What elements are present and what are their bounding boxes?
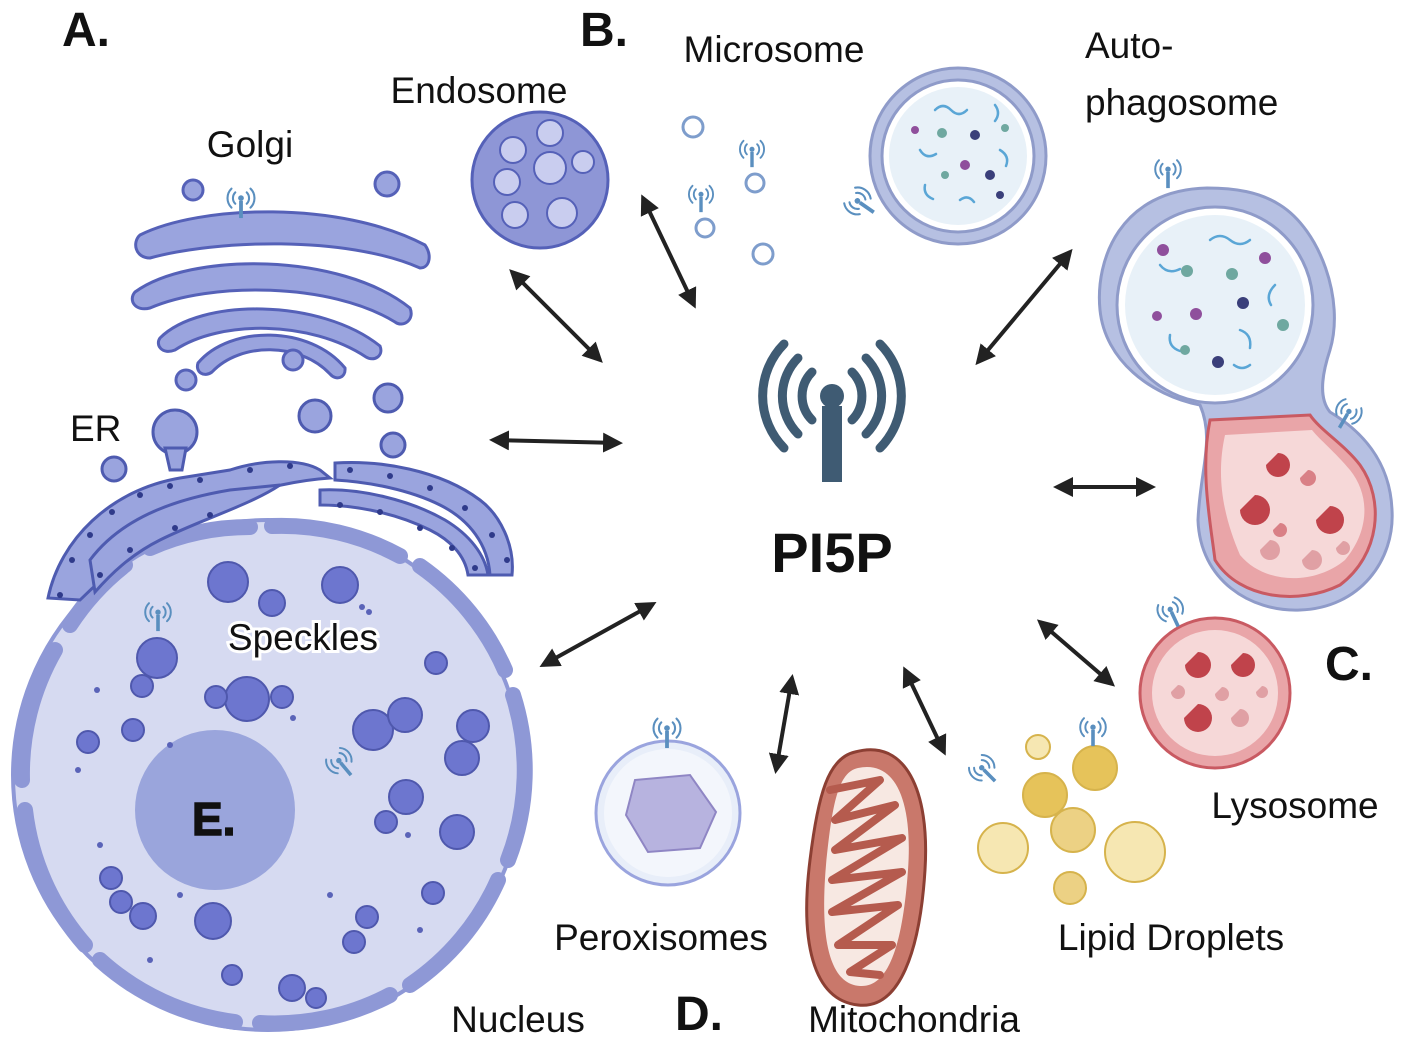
- pi5p-signal-icon: [758, 339, 906, 482]
- golgi: [130, 170, 431, 392]
- label-lysosome: Lysosome: [1211, 785, 1378, 826]
- endosome: [470, 110, 610, 250]
- panel-label-e: E.: [192, 793, 235, 845]
- lysosome: [1138, 616, 1292, 770]
- panel-label-d: D.: [675, 988, 723, 1041]
- center-label: PI5P: [771, 521, 892, 584]
- peroxisome: [594, 739, 742, 887]
- panel-label-c: C.: [1325, 638, 1373, 691]
- label-autophagosome-line1: Auto-: [1085, 25, 1173, 66]
- lipid-droplets: [977, 734, 1166, 905]
- label-lipid-droplets: Lipid Droplets: [1058, 917, 1284, 958]
- label-endosome: Endosome: [391, 70, 568, 111]
- microsomes: [681, 115, 775, 266]
- speckles: [76, 561, 490, 1009]
- nucleolus: [135, 730, 295, 890]
- label-microsome: Microsome: [684, 29, 865, 70]
- mitochondrion: [805, 748, 928, 1007]
- autolysosome: [1097, 186, 1394, 612]
- nucleus: [11, 517, 533, 1032]
- interaction-arrows: [489, 194, 1156, 774]
- autophagosome: [868, 66, 1048, 246]
- er-ribosomes: [57, 463, 510, 598]
- label-nucleus: Nucleus: [451, 999, 585, 1040]
- endoplasmic-reticulum: [46, 382, 514, 602]
- panel-label-b: B.: [580, 4, 628, 57]
- label-speckles: Speckles: [228, 617, 378, 658]
- label-mitochondria: Mitochondria: [808, 999, 1020, 1040]
- panel-label-a: A.: [62, 4, 110, 57]
- label-peroxisomes: Peroxisomes: [554, 917, 768, 958]
- label-golgi: Golgi: [207, 124, 293, 165]
- label-er: ER: [70, 408, 121, 449]
- label-autophagosome-line2: phagosome: [1085, 82, 1278, 123]
